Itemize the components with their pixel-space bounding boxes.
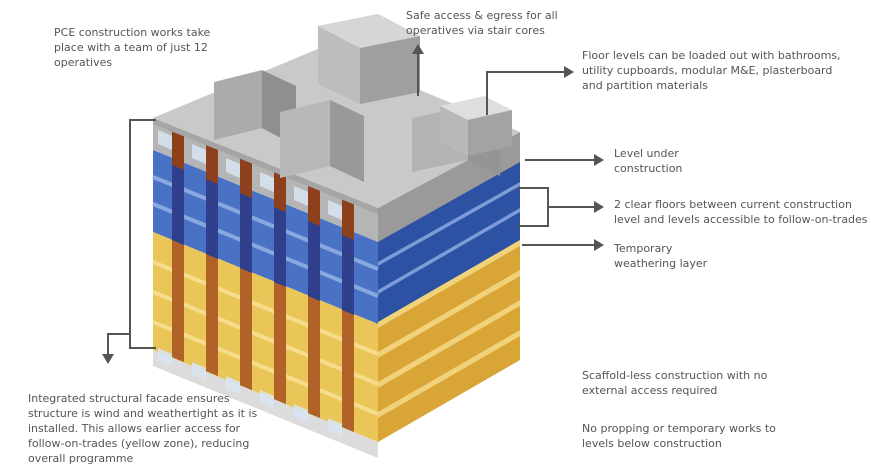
leader-facade-down [107,333,130,356]
arrow-floor-levels [564,66,574,78]
leader-floor-levels [486,71,566,115]
annotation-level-under: Level under construction [614,147,683,175]
leader-clear-floors-bracket [518,187,549,227]
brick-pilasters [172,126,354,432]
annotation-propping: No propping or temporary works to levels… [582,422,776,450]
side-yellow-zone [378,238,520,442]
building-illustration [152,14,520,458]
annotation-floor-levels: Floor levels can be loaded out with bath… [582,49,841,92]
annotation-scaffold: Scaffold-less construction with no exter… [582,369,768,397]
leader-lines [107,52,596,356]
side-blue-zone [378,158,520,324]
modular-pod [440,96,512,156]
annotation-clear-floors: 2 clear floors between current construct… [614,198,868,226]
leader-facade [129,119,156,349]
facade-windows [158,130,342,436]
top-slab-edge [153,118,378,214]
annotation-access: Safe access & egress for all operatives … [406,9,558,37]
arrow-heads [102,44,604,364]
arrow-facade [102,354,114,364]
arrow-weathering [594,239,604,251]
side-floor-slabs [378,182,520,418]
arrow-access [412,44,424,54]
arrow-clear-floors [594,201,604,213]
arrow-level-under [594,154,604,166]
annotation-facade: Integrated structural facade ensures str… [28,392,258,465]
annotation-weathering: Temporary weathering layer [614,242,708,270]
front-floor-slabs [152,175,379,416]
annotation-team: PCE construction works take place with a… [54,26,211,69]
